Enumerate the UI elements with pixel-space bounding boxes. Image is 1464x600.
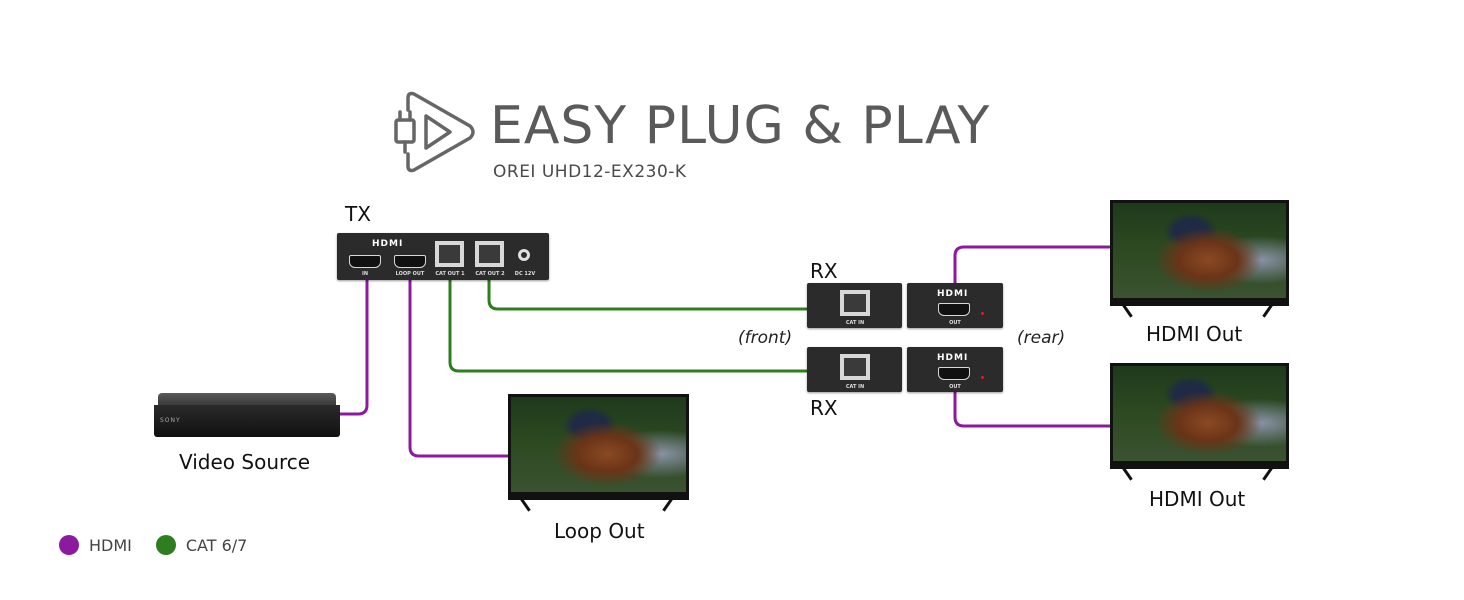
port-label-cat-in: CAT IN (845, 320, 865, 326)
port-label-cat-out-1: CAT OUT 1 (435, 271, 465, 277)
hdmi-out-bottom-label: HDMI Out (1149, 487, 1246, 511)
port-label-dc-12v: DC 12V (514, 271, 536, 277)
horse-rider-image (1113, 366, 1286, 461)
port-label-cat-out-2: CAT OUT 2 (475, 271, 505, 277)
hdmi-legend-dot (59, 535, 79, 555)
rx-top-front: CAT IN (807, 283, 902, 328)
rx-top-label: RX (810, 259, 838, 283)
hdmi-cable-rx-bottom-to-tv (953, 390, 1114, 428)
cat-out-1-port (435, 241, 464, 267)
video-source-label: Video Source (179, 450, 311, 474)
page-title: EASY PLUG & PLAY (490, 96, 991, 156)
legend-label-hdmi: HDMI (89, 535, 132, 555)
hdmi-out-port (938, 303, 970, 316)
hdmi-out-top-label: HDMI Out (1146, 322, 1243, 346)
hdmi-out-display-bottom (1110, 363, 1289, 481)
port-label-cat-in: CAT IN (845, 384, 865, 390)
tx-device: HDMI IN LOOP OUT CAT OUT 1 CAT OUT 2 DC … (337, 233, 549, 280)
loop-out-label: Loop Out (554, 519, 645, 543)
front-annotation: (front) (738, 328, 793, 348)
hdmi-cable-rx-top-to-tv (953, 245, 1114, 285)
legend: HDMI CAT 6/7 (59, 535, 247, 555)
hdmi-out-port (938, 367, 970, 380)
rx-top-rear: HDMI OUT (907, 283, 1003, 328)
port-label-loop-out: LOOP OUT (395, 271, 425, 277)
rear-annotation: (rear) (1017, 328, 1066, 348)
cat-in-port (840, 290, 870, 316)
cat-cable-out1-to-rx-bottom (448, 278, 810, 373)
horse-rider-image (1113, 203, 1286, 298)
port-label-out: OUT (949, 320, 961, 326)
product-model: OREI UHD12-EX230-K (493, 162, 687, 182)
hdmi-logo: HDMI (372, 239, 404, 249)
legend-label-cat: CAT 6/7 (185, 535, 248, 555)
cat-legend-dot (155, 535, 176, 555)
cat-out-2-port (475, 241, 504, 267)
power-led-icon (981, 376, 984, 379)
hdmi-loop-out-port (394, 255, 426, 268)
horse-rider-image (511, 397, 686, 492)
tx-label: TX (345, 202, 371, 226)
rx-bottom-rear: HDMI OUT (907, 347, 1003, 392)
power-led-icon (981, 312, 984, 315)
cat-cable-out2-to-rx-top (487, 278, 810, 311)
port-label-out: OUT (949, 384, 961, 390)
dc-power-port (518, 249, 530, 261)
rx-bottom-label: RX (810, 396, 838, 420)
cat-in-port (840, 354, 870, 380)
hdmi-in-port (349, 255, 381, 268)
brand-label: SONY (160, 417, 181, 424)
port-label-in: IN (361, 271, 369, 277)
hdmi-logo: HDMI (937, 353, 969, 363)
hdmi-cable-tx-loopout (408, 278, 514, 458)
hdmi-logo: HDMI (937, 289, 969, 299)
loop-out-display (508, 394, 689, 512)
video-source-device: SONY (154, 393, 340, 439)
hdmi-out-display-top (1110, 200, 1289, 318)
hdmi-cable-source-to-tx (338, 278, 369, 416)
rx-bottom-front: CAT IN (807, 347, 902, 392)
plug-play-icon (394, 91, 475, 173)
